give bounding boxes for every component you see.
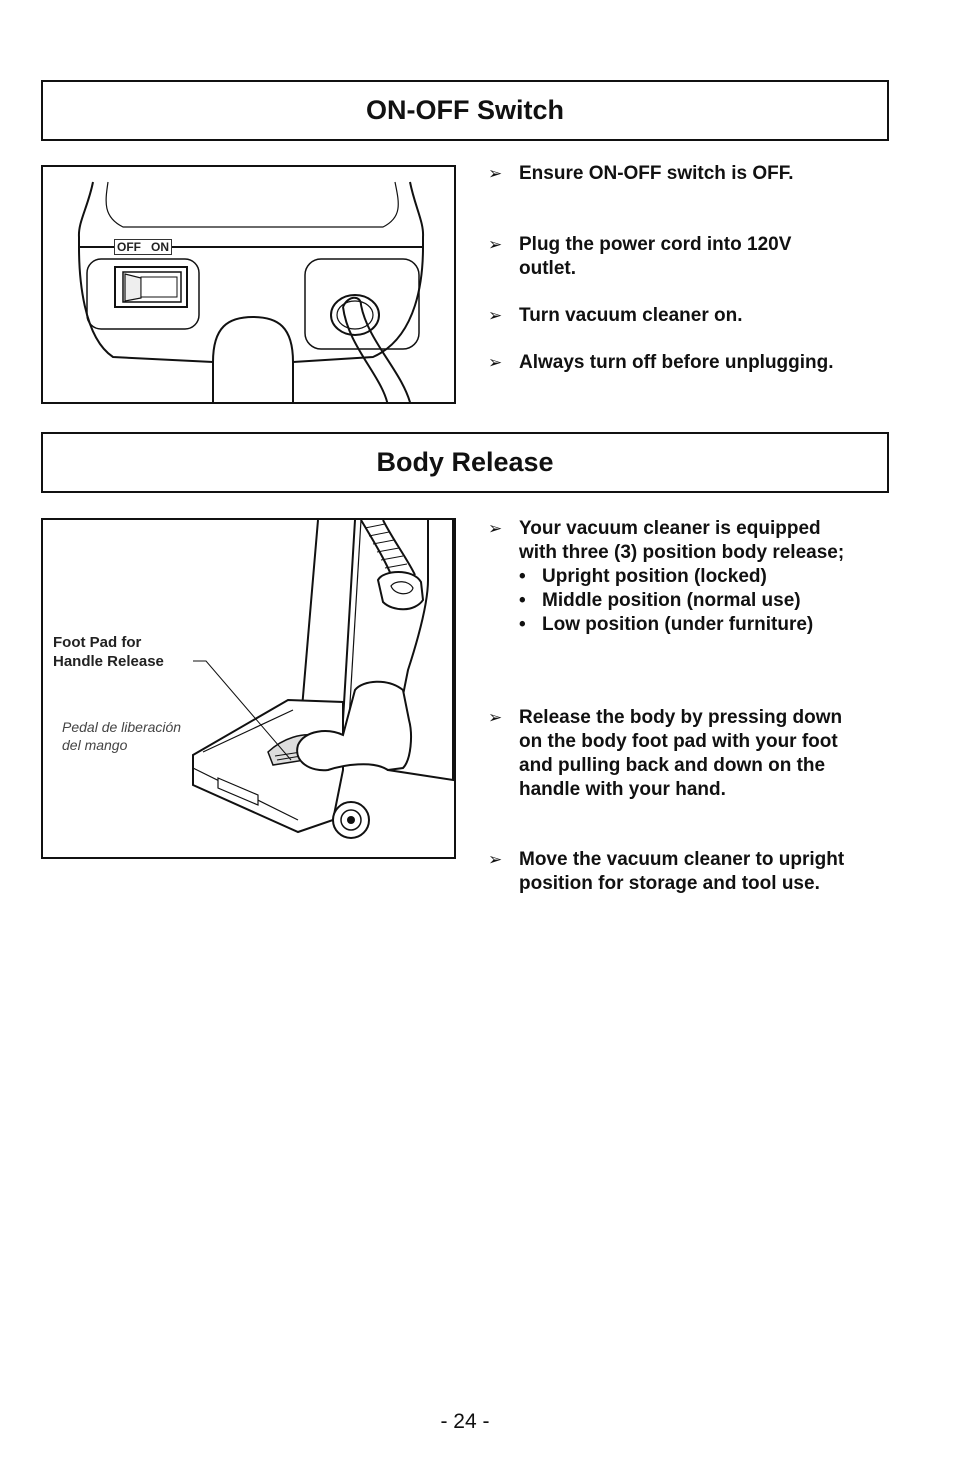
bullet-text-line: Release the body by pressing down bbox=[519, 707, 843, 728]
position-item-upright: • Upright position (locked) bbox=[519, 565, 898, 589]
body-release-bullet-2: ➢ Release the body by pressing down on t… bbox=[488, 706, 898, 802]
foot-pad-label: Foot Pad for Handle Release bbox=[53, 633, 164, 671]
position-text: Upright position (locked) bbox=[542, 566, 767, 587]
dot-bullet-icon: • bbox=[519, 566, 526, 587]
bullet-text: Always turn off before unplugging. bbox=[519, 352, 834, 373]
switch-off-on-label: OFF ON bbox=[114, 239, 173, 255]
onoff-bullet-3: ➢ Turn vacuum cleaner on. bbox=[488, 304, 898, 328]
switch-off-text: OFF bbox=[117, 240, 141, 254]
bullet-text: Turn vacuum cleaner on. bbox=[519, 305, 743, 326]
dot-bullet-icon: • bbox=[519, 590, 526, 611]
foot-pad-label-line2: Handle Release bbox=[53, 653, 164, 670]
bullet-text: Ensure ON-OFF switch is OFF. bbox=[519, 163, 794, 184]
foot-pad-label-es-line2: del mango bbox=[62, 737, 128, 753]
bullet-text-line: outlet. bbox=[519, 258, 576, 279]
foot-pad-label-es-line1: Pedal de liberación bbox=[62, 719, 182, 735]
body-release-bullet-3: ➢ Move the vacuum cleaner to upright pos… bbox=[488, 848, 898, 896]
vacuum-foot-pad-drawing bbox=[192, 520, 454, 839]
bullet-text-line: and pulling back and down on the bbox=[519, 755, 826, 776]
foot-pad-label-spanish: Pedal de liberación del mango bbox=[62, 718, 181, 754]
dot-bullet-icon: • bbox=[519, 614, 526, 635]
onoff-title-text: ON-OFF Switch bbox=[366, 95, 564, 125]
body-release-bullet-1: ➢ Your vacuum cleaner is equipped with t… bbox=[488, 517, 898, 637]
arrow-bullet-icon: ➢ bbox=[488, 353, 503, 372]
onoff-switch-illustration: OFF ON bbox=[41, 165, 456, 404]
onoff-bullet-2: ➢ Plug the power cord into 120V outlet. bbox=[488, 233, 898, 281]
onoff-bullet-4: ➢ Always turn off before unplugging. bbox=[488, 351, 898, 375]
bullet-text-line: with three (3) position body release; bbox=[519, 542, 845, 563]
arrow-bullet-icon: ➢ bbox=[488, 708, 503, 727]
bullet-text-line: Your vacuum cleaner is equipped bbox=[519, 518, 821, 539]
arrow-bullet-icon: ➢ bbox=[488, 164, 503, 183]
arrow-bullet-icon: ➢ bbox=[488, 519, 503, 538]
body-release-illustration: Foot Pad for Handle Release Pedal de lib… bbox=[41, 518, 456, 859]
bullet-text-line: Plug the power cord into 120V bbox=[519, 234, 792, 255]
position-item-middle: • Middle position (normal use) bbox=[519, 589, 898, 613]
position-item-low: • Low position (under furniture) bbox=[519, 613, 898, 637]
bullet-text-line: position for storage and tool use. bbox=[519, 873, 820, 894]
position-text: Middle position (normal use) bbox=[542, 590, 801, 611]
section-title-onoff: ON-OFF Switch bbox=[41, 80, 889, 141]
vacuum-handle-drawing bbox=[77, 181, 425, 402]
body-release-title-text: Body Release bbox=[376, 447, 554, 477]
section-title-body-release: Body Release bbox=[41, 432, 889, 493]
foot-pad-label-line1: Foot Pad for bbox=[53, 634, 142, 651]
arrow-bullet-icon: ➢ bbox=[488, 235, 503, 254]
bullet-text-line: handle with your hand. bbox=[519, 779, 726, 800]
onoff-bullet-1: ➢ Ensure ON-OFF switch is OFF. bbox=[488, 162, 898, 186]
arrow-bullet-icon: ➢ bbox=[488, 850, 503, 869]
bullet-text-line: Move the vacuum cleaner to upright bbox=[519, 849, 845, 870]
position-text: Low position (under furniture) bbox=[542, 614, 814, 635]
arrow-bullet-icon: ➢ bbox=[488, 306, 503, 325]
switch-on-text: ON bbox=[151, 240, 170, 254]
page-number: - 24 - bbox=[440, 1410, 490, 1433]
bullet-text-line: on the body foot pad with your foot bbox=[519, 731, 838, 752]
